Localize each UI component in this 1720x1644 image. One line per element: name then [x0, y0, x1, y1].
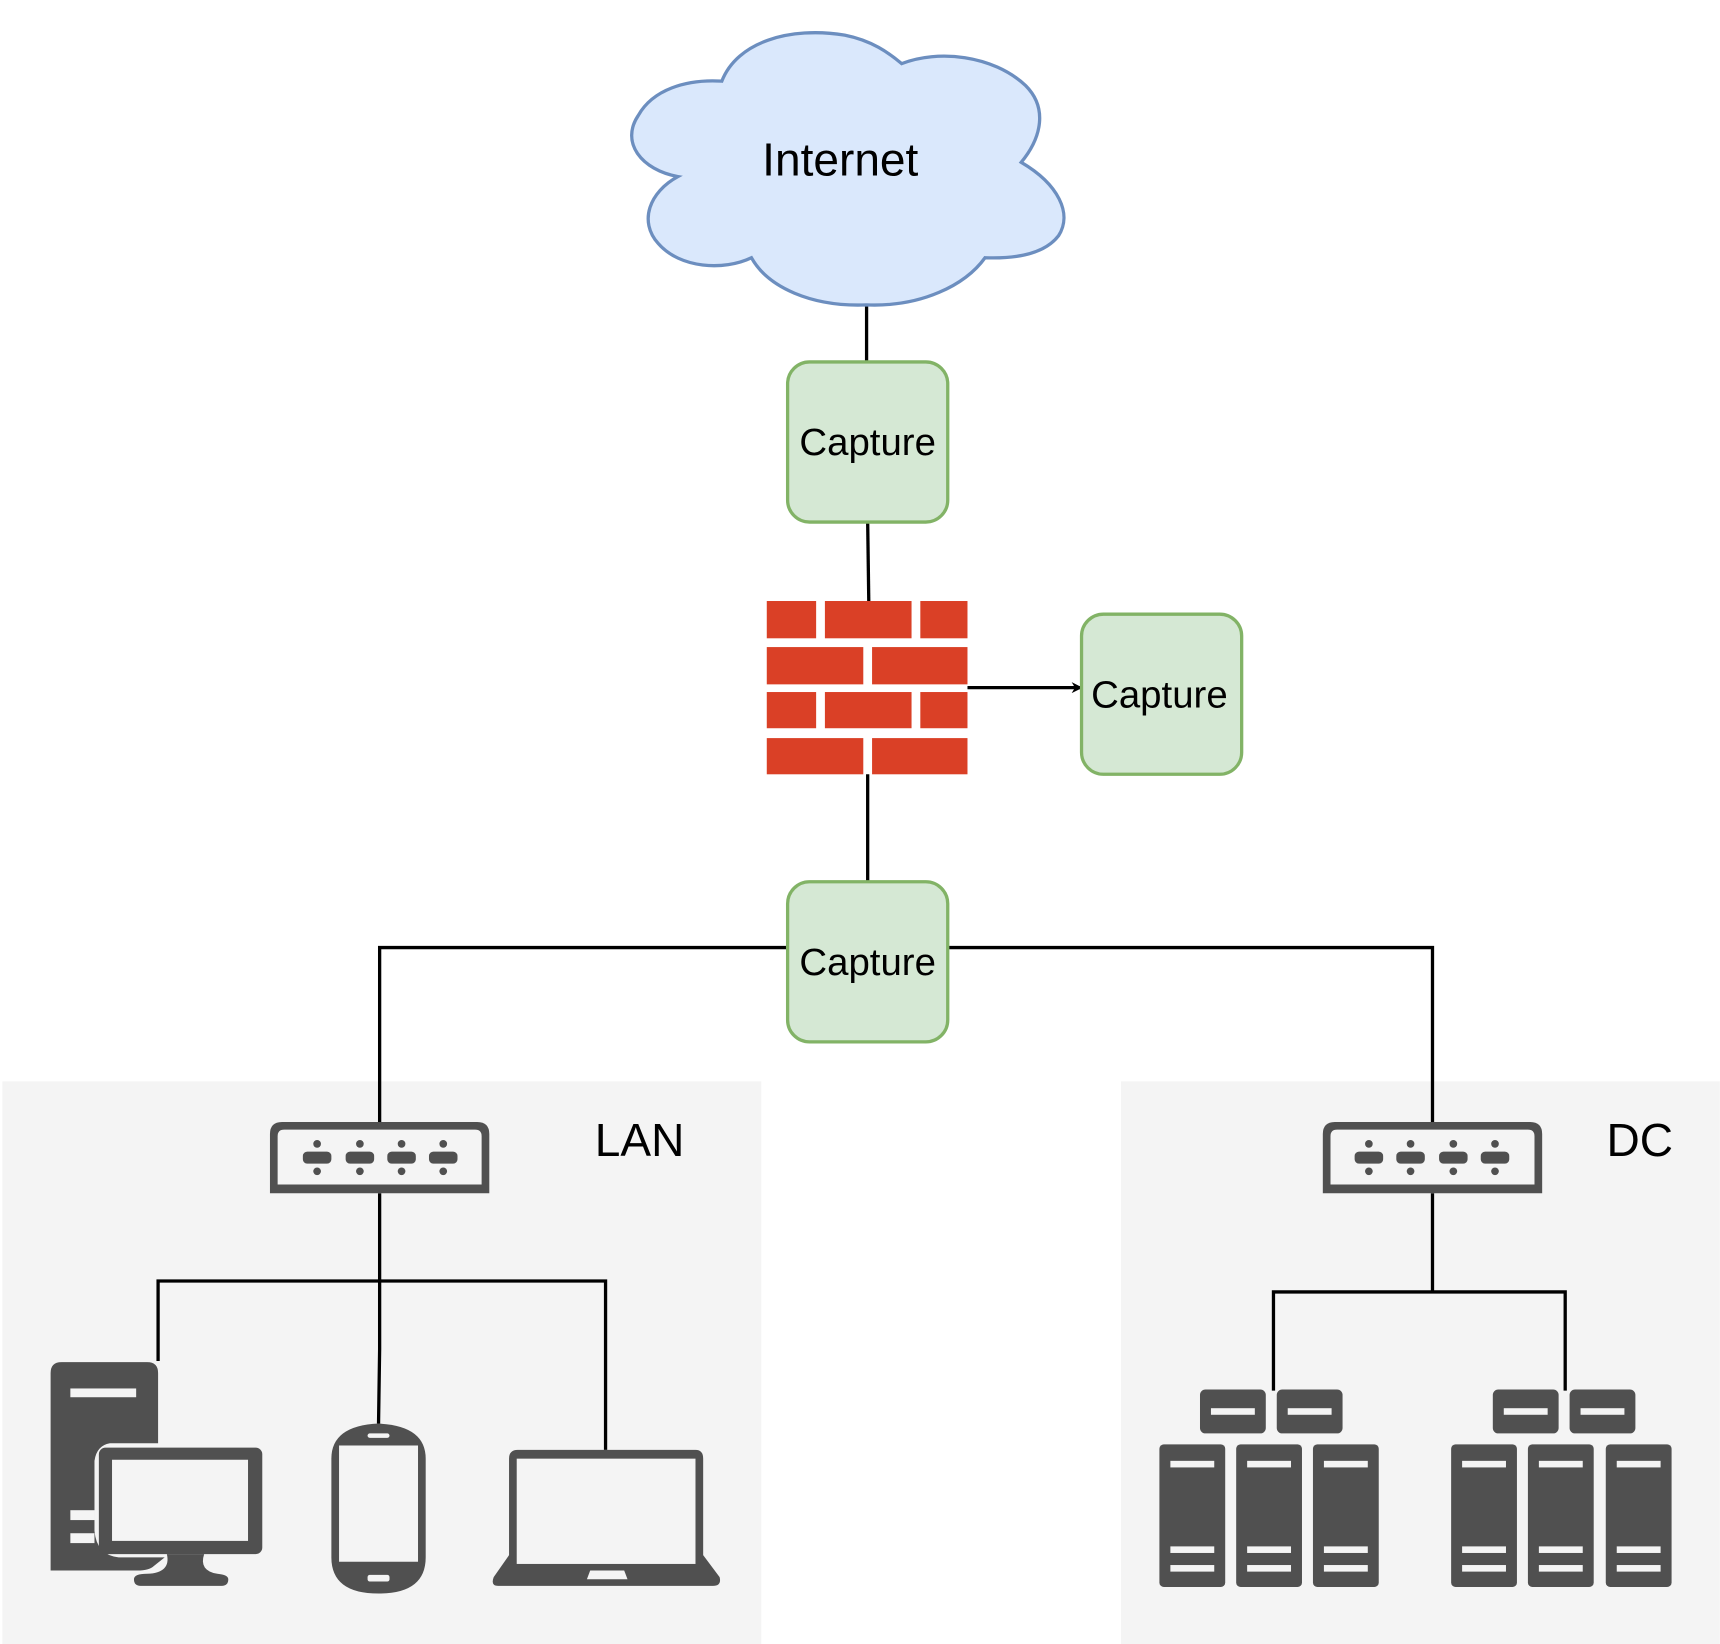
lan-zone-label: LAN	[595, 1114, 685, 1166]
internet-label: Internet	[762, 133, 918, 185]
capture-node-top[interactable]: Capture	[785, 360, 950, 524]
edge-dc-cluster1	[1271, 1290, 1433, 1391]
capture-label: Capture	[799, 421, 936, 464]
smartphone-icon[interactable]	[331, 1423, 426, 1594]
capture-node-bottom[interactable]: Capture	[785, 880, 950, 1044]
server-cluster-icon[interactable]	[1451, 1389, 1672, 1587]
capture-box	[785, 360, 950, 524]
edge-capture-firewall	[866, 522, 871, 602]
edge-lan-desktop	[156, 1279, 380, 1362]
edge-capture-lan-switch	[377, 945, 788, 1124]
cloud-icon	[630, 31, 1066, 307]
edge-capture-dc-switch	[947, 945, 1435, 1124]
internet-cloud[interactable]: Internet	[630, 31, 1066, 307]
capture-label: Capture	[1091, 673, 1228, 716]
capture-node-side[interactable]: Capture	[1079, 612, 1244, 776]
lan-switch-icon[interactable]	[269, 1121, 490, 1194]
desktop-pc-icon[interactable]	[50, 1362, 263, 1586]
laptop-icon[interactable]	[492, 1449, 721, 1586]
edge-dc-cluster2	[1432, 1290, 1567, 1391]
capture-box	[785, 880, 950, 1044]
dc-zone-label: DC	[1607, 1114, 1674, 1166]
firewall-icon[interactable]	[766, 601, 968, 775]
edge-lan-laptop	[379, 1279, 608, 1450]
edge-lan-phone	[376, 1280, 382, 1424]
dc-switch-icon[interactable]	[1322, 1121, 1543, 1194]
connections	[156, 304, 1567, 1450]
server-cluster-icon[interactable]	[1159, 1389, 1379, 1587]
capture-box	[1079, 612, 1244, 776]
capture-label: Capture	[799, 941, 936, 984]
